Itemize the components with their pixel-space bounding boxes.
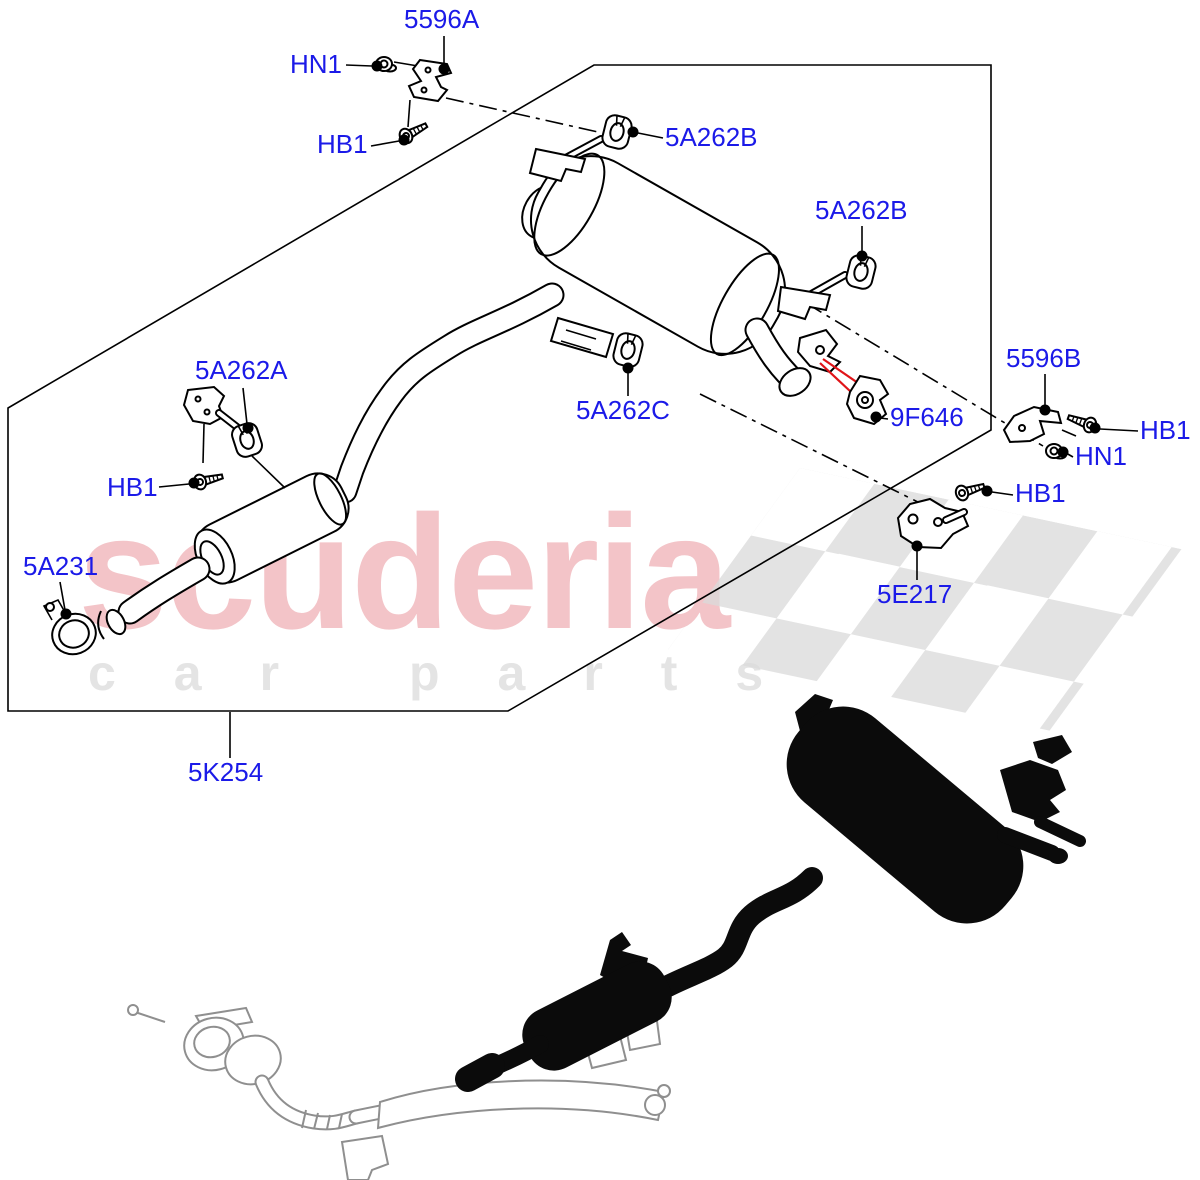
bracket-5596b-drawing <box>1002 405 1077 444</box>
bolt-hb1-lower <box>952 477 988 503</box>
part-label-5a262c[interactable]: 5A262C <box>576 395 670 425</box>
part-label-hb1-lower[interactable]: HB1 <box>1015 478 1066 508</box>
thumbnail-rear-exhaust-silhouette <box>455 694 1086 1092</box>
middle-silencer-drawing <box>97 282 565 640</box>
rear-silencer-drawing <box>521 135 849 397</box>
watermark-subtitle-text: car parts <box>88 645 822 701</box>
part-label-hb1-top[interactable]: HB1 <box>317 129 368 159</box>
red-pointer-arrows <box>819 358 859 393</box>
part-label-5a262a[interactable]: 5A262A <box>195 355 288 385</box>
part-label-5a231[interactable]: 5A231 <box>23 551 99 581</box>
part-label-5e217[interactable]: 5E217 <box>877 579 953 609</box>
front-hanger-bracket-5a262a-drawing <box>182 385 286 489</box>
diagram-frame-outline <box>7 64 992 712</box>
part-label-hn1-right[interactable]: HN1 <box>1075 441 1128 471</box>
part-label-hb1-right[interactable]: HB1 <box>1140 415 1191 445</box>
part-label-5a262b-front[interactable]: 5A262B <box>665 122 758 152</box>
clamp-5a231-drawing <box>42 598 97 656</box>
axis-line-front-hanger <box>445 97 599 133</box>
thumbnail-front-exhaust-drawing <box>127 996 671 1180</box>
axis-line-rear-hanger <box>805 302 1044 447</box>
valve-actuator-9f646-drawing <box>845 374 890 426</box>
callout-lines <box>59 36 1139 758</box>
part-label-5a262b-rear[interactable]: 5A262B <box>815 195 908 225</box>
bracket-5e217-drawing <box>896 497 970 550</box>
part-label-5k254[interactable]: 5K254 <box>188 757 264 787</box>
part-label-hb1-left[interactable]: HB1 <box>107 472 158 502</box>
part-label-5596b[interactable]: 5596B <box>1006 343 1082 373</box>
part-label-hn1-top[interactable]: HN1 <box>290 49 343 79</box>
part-label-5596a[interactable]: 5596A <box>404 4 480 34</box>
part-label-9f646[interactable]: 9F646 <box>890 402 964 432</box>
axis-line-tail-bracket <box>699 393 933 510</box>
